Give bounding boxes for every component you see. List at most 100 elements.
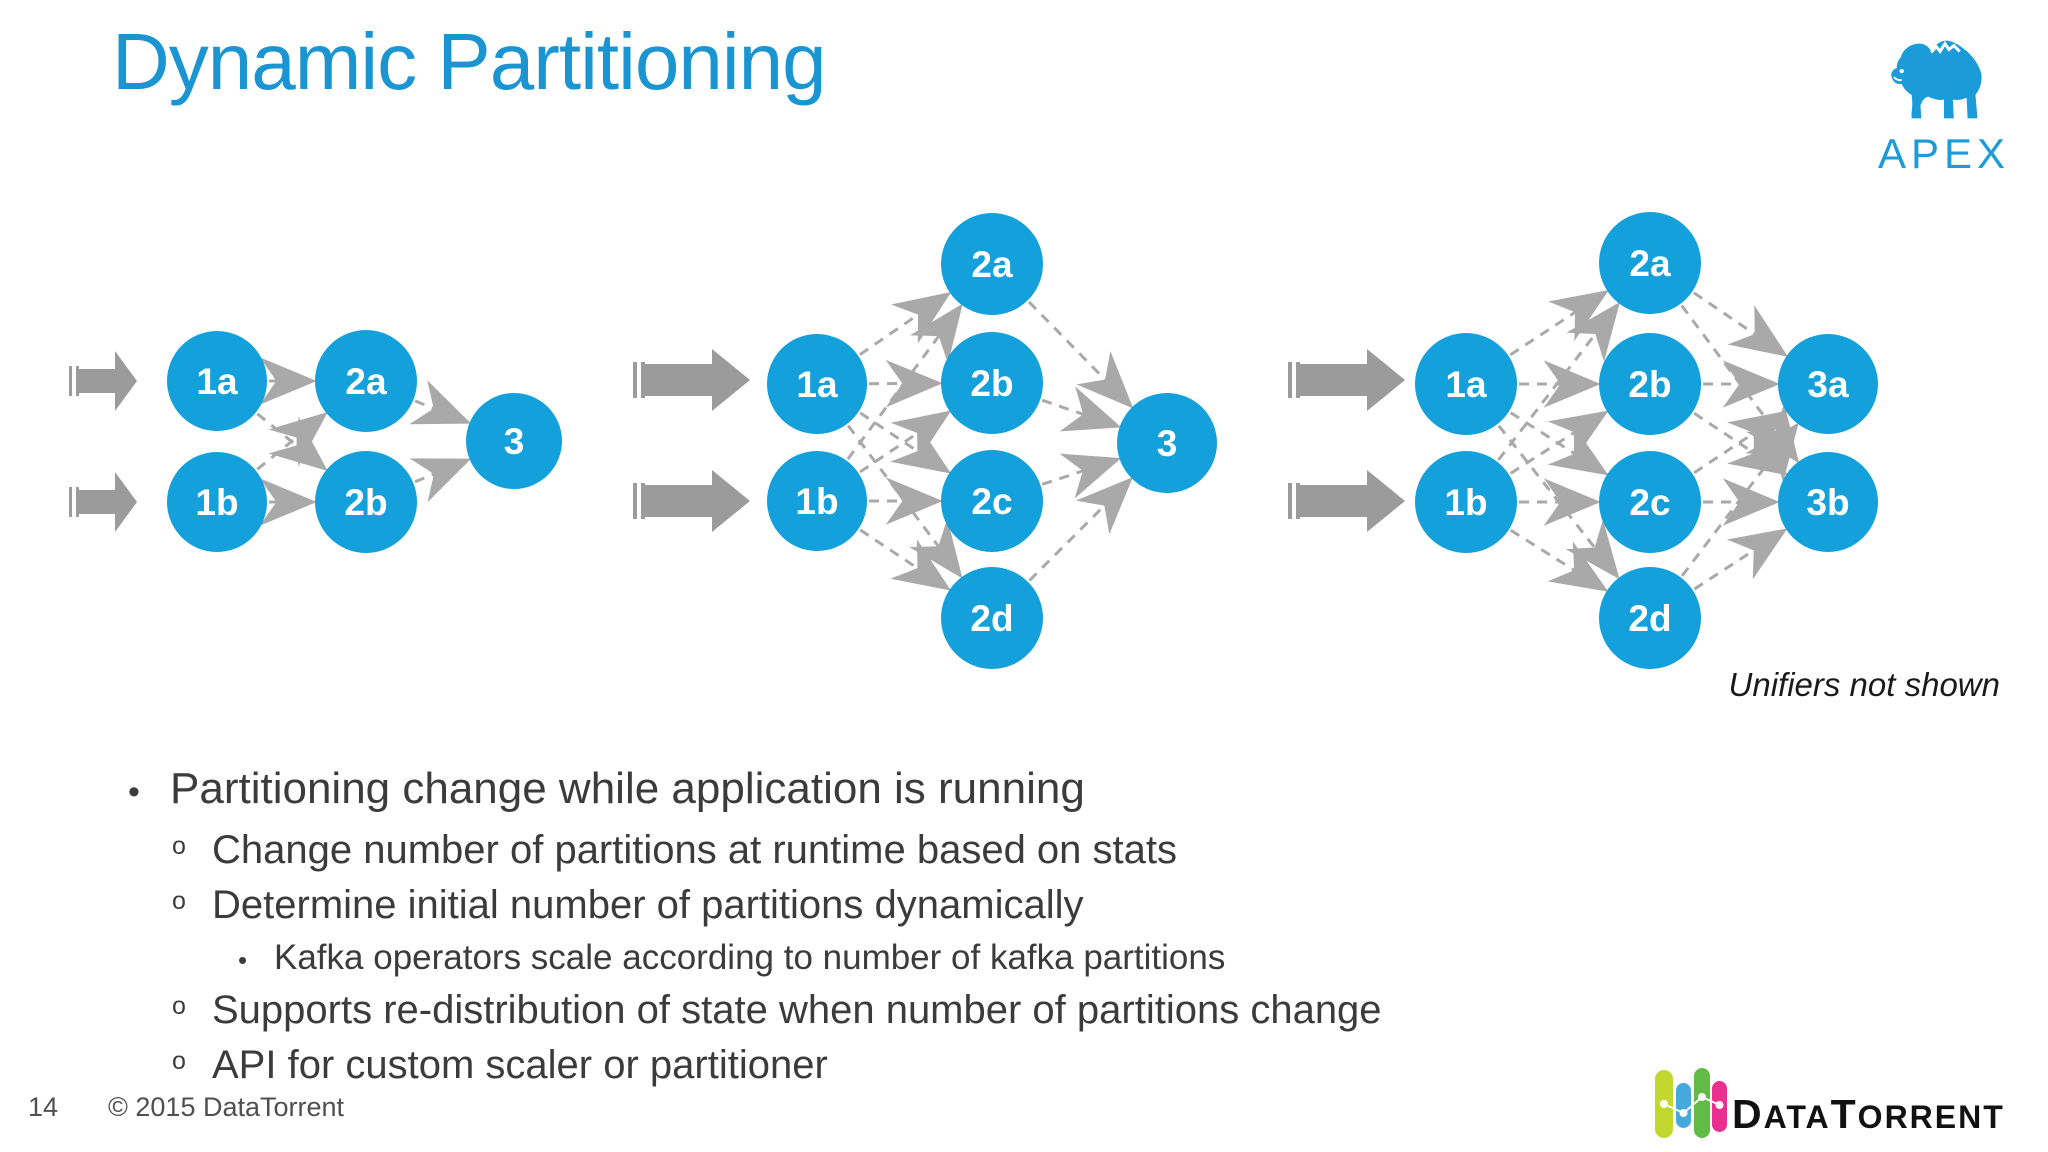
partition-edge xyxy=(256,412,328,471)
wordmark-part: D xyxy=(1732,1091,1764,1137)
operator-node-1a: 1a xyxy=(167,331,267,431)
operator-node-label: 1b xyxy=(795,481,838,522)
operator-node-label: 2c xyxy=(1629,482,1670,523)
partition-edge xyxy=(1497,302,1620,461)
operator-node-label: 1b xyxy=(195,482,238,523)
logo-dot xyxy=(1679,1109,1688,1117)
operator-node-2b: 2b xyxy=(1599,333,1701,435)
operator-node-label: 2a xyxy=(1629,243,1671,284)
bullet-marker-icon: o xyxy=(172,887,186,915)
datatorrent-wordmark: DATATORRENT xyxy=(1732,1091,2005,1138)
operator-node-2d: 2d xyxy=(1599,567,1701,669)
operator-node-2c: 2c xyxy=(941,450,1043,552)
gorilla-mountain-icon xyxy=(1891,40,1982,119)
operator-node-1b: 1b xyxy=(1415,451,1517,553)
stream-input-arrow-icon xyxy=(633,349,750,411)
partition-edge xyxy=(1692,291,1789,357)
logo-dot xyxy=(1698,1093,1706,1101)
partition-edge xyxy=(409,458,472,503)
bullet-text: Kafka operators scale according to numbe… xyxy=(274,938,1226,977)
operator-node-3a: 3a xyxy=(1778,334,1878,434)
stream-input-arrow-icon xyxy=(1288,349,1405,411)
operator-node-2a: 2a xyxy=(315,330,417,432)
operator-node-label: 2a xyxy=(971,244,1013,285)
operator-node-label: 2d xyxy=(1628,598,1671,639)
partition-edge xyxy=(1680,422,1799,577)
apex-logo-label: APEX xyxy=(1877,130,2011,177)
operator-node-2a: 2a xyxy=(1599,212,1701,314)
partition-edge xyxy=(1027,300,1134,409)
bullet-marker-icon: • xyxy=(128,773,140,811)
operator-node-2b: 2b xyxy=(941,332,1043,434)
wordmark-part: ORRENT xyxy=(1857,1099,2005,1135)
partition-edge xyxy=(1509,410,1609,475)
operator-node-label: 2b xyxy=(970,363,1013,404)
operator-node-1a: 1a xyxy=(767,334,867,434)
operator-node-label: 1a xyxy=(796,364,838,405)
operator-node-label: 1a xyxy=(196,361,238,402)
diagram-initial-partitioning: 1a 1b 2a 2b 3 xyxy=(69,330,562,553)
partition-edge xyxy=(1041,386,1122,432)
operator-node-1b: 1b xyxy=(767,451,867,551)
partition-edge xyxy=(1028,477,1133,582)
bullet-text: Supports re-distribution of state when n… xyxy=(212,988,1382,1032)
diagram-scaled-up-partitions: 1a 1b 2a 2b 2c 2d 3 xyxy=(633,213,1217,669)
operator-node-3: 3 xyxy=(466,393,562,489)
bullet-text: API for custom scaler or partitioner xyxy=(212,1043,828,1087)
bullet-text: Determine initial number of partitions d… xyxy=(212,883,1084,927)
bullet-list: • Partitioning change while application i… xyxy=(128,764,1688,1098)
partition-edge xyxy=(1041,453,1122,499)
stream-input-arrow-icon xyxy=(1288,470,1405,532)
apex-logo: APEX xyxy=(1876,26,2012,178)
bullet-text: Change number of partitions at runtime b… xyxy=(212,828,1177,872)
operator-node-label: 3 xyxy=(1157,423,1178,464)
operator-node-label: 1a xyxy=(1445,364,1487,405)
diagram-scaled-output-partitions: 1a 1b 2a 2b 2c 2d 3a 3b xyxy=(1288,212,1878,669)
operator-node-label: 1b xyxy=(1444,482,1487,523)
stream-input-arrow-icon xyxy=(633,470,750,532)
operator-node-3: 3 xyxy=(1117,393,1217,493)
bullet-marker-icon: o xyxy=(172,992,186,1020)
wordmark-part: ATA xyxy=(1763,1099,1831,1135)
bullet-item: o Supports re-distribution of state when … xyxy=(172,988,1688,1033)
logo-dot xyxy=(1660,1100,1668,1108)
stream-input-arrow-icon xyxy=(69,351,137,411)
bullet-text: Partitioning change while application is… xyxy=(170,764,1085,813)
unifiers-note: Unifiers not shown xyxy=(1728,666,2000,703)
partition-edge xyxy=(859,410,952,474)
bullet-item: o API for custom scaler or partitioner xyxy=(172,1043,1688,1088)
datatorrent-bars-icon xyxy=(1655,1068,1727,1138)
bullet-item: o Change number of partitions at runtime … xyxy=(172,828,1688,873)
operator-node-1a: 1a xyxy=(1415,333,1517,435)
partition-edge xyxy=(846,303,963,461)
operator-node-label: 2c xyxy=(971,481,1012,522)
page-title: Dynamic Partitioning xyxy=(112,17,827,106)
partition-edge xyxy=(859,528,952,591)
logo-bar xyxy=(1676,1083,1691,1128)
datatorrent-logo: DATATORRENT xyxy=(1650,1060,2048,1150)
logo-bar xyxy=(1694,1068,1710,1138)
operator-node-2a: 2a xyxy=(941,213,1043,315)
logo-zigzag-line xyxy=(1663,1095,1720,1115)
operator-node-label: 2a xyxy=(345,361,387,402)
page-number: 14 xyxy=(28,1092,59,1122)
operator-node-label: 3a xyxy=(1807,364,1849,405)
logo-dot xyxy=(1715,1101,1724,1109)
bullet-item: • Partitioning change while application i… xyxy=(128,764,1688,814)
bullet-marker-icon: o xyxy=(172,1047,186,1075)
partition-edge xyxy=(859,411,952,474)
partition-edge xyxy=(409,380,472,425)
operator-node-label: 3 xyxy=(504,421,525,462)
operator-node-label: 2d xyxy=(970,598,1013,639)
operator-node-2b: 2b xyxy=(315,451,417,553)
operator-node-3b: 3b xyxy=(1778,452,1878,552)
partition-edge xyxy=(859,291,952,356)
bullet-marker-icon: • xyxy=(238,945,248,975)
bullet-marker-icon: o xyxy=(172,832,186,860)
operator-node-1b: 1b xyxy=(167,452,267,552)
operator-node-label: 2b xyxy=(344,482,387,523)
operator-node-label: 2b xyxy=(1628,364,1671,405)
copyright: © 2015 DataTorrent xyxy=(108,1092,345,1122)
bullet-item: o Determine initial number of partitions … xyxy=(172,883,1688,928)
